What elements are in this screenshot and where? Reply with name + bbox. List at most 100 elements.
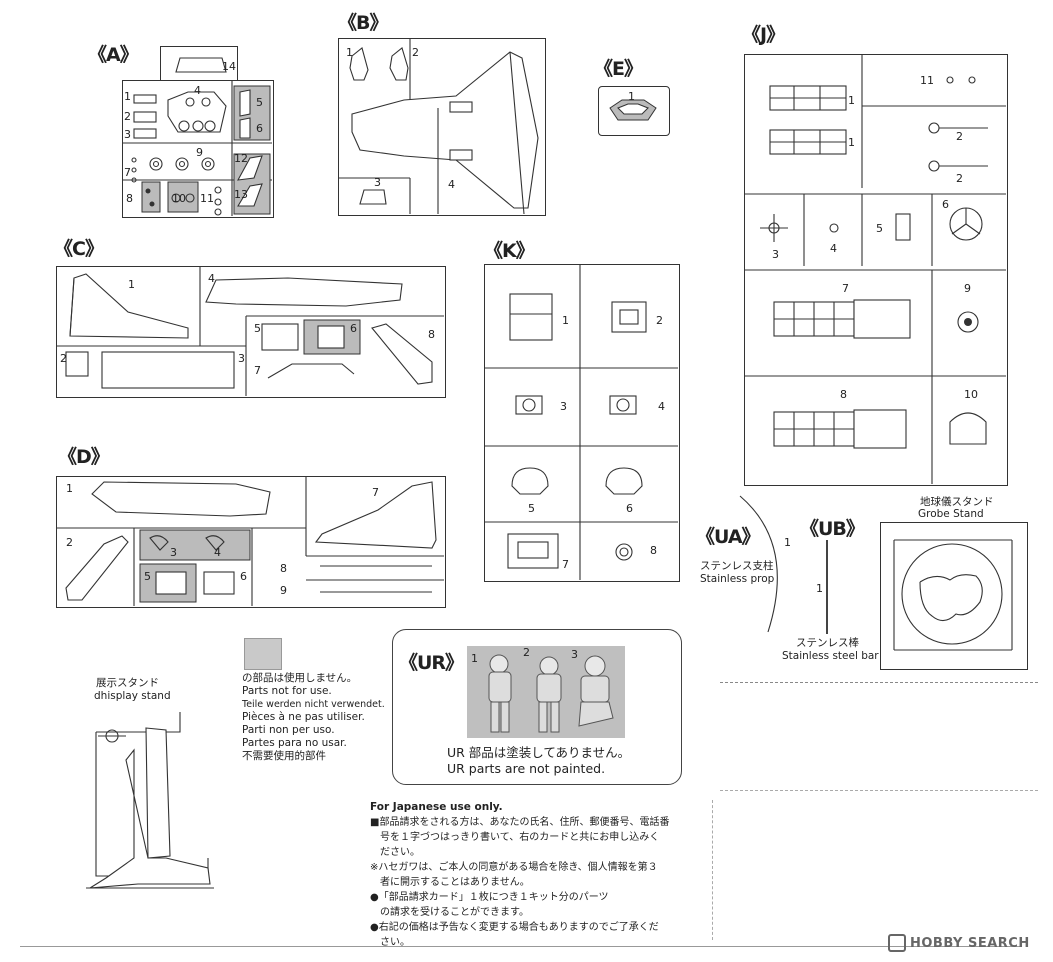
part-number: 6: [350, 322, 357, 335]
part-number: 5: [876, 222, 883, 235]
notice-line: ださい。: [380, 847, 420, 858]
sprue-j-drawing: [744, 54, 1006, 484]
sprue-e-drawing: [609, 99, 657, 121]
part-number: 1: [784, 536, 791, 549]
section-c-label: 《C》: [54, 238, 104, 260]
notice-title: For Japanese use only.: [370, 801, 503, 813]
part-number: 4: [830, 242, 837, 255]
part-number: 14: [222, 60, 236, 73]
notice-line: 号を１字づつはっきり書いて、右のカードと共にお申し込みく: [380, 832, 660, 843]
sprue-c: 1 4 5 6 8 2 3 7: [56, 266, 448, 400]
part-number: 3: [124, 128, 131, 141]
section-e-label: 《E》: [594, 58, 643, 80]
stainless-prop-drawing: [739, 495, 778, 633]
part-number: 6: [240, 570, 247, 583]
sprue-j: 1 1 11 2 2 3 4 5 6 7 9 8 10: [744, 54, 1010, 486]
bottom-rule: [20, 946, 1020, 947]
sprue-b: 1 2 3 4: [338, 38, 546, 218]
watermark: HOBBY SEARCH: [888, 934, 1030, 952]
part-number: 1: [124, 90, 131, 103]
part-number: 8: [840, 388, 847, 401]
part-number: 5: [254, 322, 261, 335]
part-number: 3: [571, 648, 578, 661]
notice-line: ●「部品請求カード」１枚につき１キット分のパーツ: [370, 892, 609, 903]
part-number: 1: [346, 46, 353, 59]
part-number: 6: [626, 502, 633, 515]
globe-stand-en: Grobe Stand: [918, 508, 984, 520]
part-number: 8: [126, 192, 133, 205]
section-ur-label: 《UR》: [399, 652, 464, 674]
part-number: 3: [170, 546, 177, 559]
legend-line: Pièces à ne pas utiliser.: [242, 711, 365, 723]
part-number: 1: [848, 94, 855, 107]
globe-drawing: [893, 539, 1013, 651]
part-number: 1: [628, 90, 635, 103]
part-number: 9: [196, 146, 203, 159]
part-number: 1: [66, 482, 73, 495]
stainless-bar-jp: ステンレス棒: [796, 637, 859, 649]
japanese-notice: For Japanese use only. ■部品請求をされる方は、あなたの氏…: [370, 800, 710, 950]
part-number: 8: [280, 562, 287, 575]
part-number: 6: [256, 122, 263, 135]
part-number: 3: [374, 176, 381, 189]
part-number: 1: [848, 136, 855, 149]
part-number: 11: [200, 192, 214, 205]
stainless-bar: [826, 540, 828, 634]
section-ua-label: 《UA》: [696, 526, 761, 548]
notice-line: さい。: [380, 937, 410, 948]
part-number: 13: [234, 188, 248, 201]
part-number: 10: [964, 388, 978, 401]
part-number: 8: [428, 328, 435, 341]
sprue-c-drawing: [56, 266, 444, 396]
part-number: 1: [128, 278, 135, 291]
astronaut-drawing: [488, 654, 614, 733]
part-number: 2: [60, 352, 67, 365]
legend-line: 不需要使用的部件: [242, 750, 326, 762]
sprue-d-drawing: [56, 476, 444, 606]
part-number: 7: [254, 364, 261, 377]
globe-stand-jp: 地球儀スタンド: [920, 496, 994, 508]
part-number: 8: [650, 544, 657, 557]
display-stand-en: dhisplay stand: [94, 690, 171, 702]
ur-note-en: UR parts are not painted.: [447, 761, 606, 776]
legend-line: Teile werden nicht verwendet.: [242, 699, 385, 710]
stainless-prop-jp: ステンレス支柱: [700, 560, 774, 572]
section-d-label: 《D》: [58, 446, 110, 468]
part-number: 2: [656, 314, 663, 327]
part-number: 5: [256, 96, 263, 109]
section-ub-label: 《UB》: [800, 518, 865, 540]
cut-line-dots: [720, 682, 1038, 683]
part-number: 7: [372, 486, 379, 499]
part-number: 1: [816, 582, 823, 595]
part-number: 7: [124, 166, 131, 179]
watermark-text: HOBBY SEARCH: [910, 935, 1030, 951]
notice-line: ※ハセガワは、ご本人の同意がある場合を除き、個人情報を第３: [370, 862, 658, 873]
part-number: 1: [471, 652, 478, 665]
unused-parts-swatch: [244, 638, 282, 670]
globe-stand: [880, 522, 1030, 672]
part-number: 5: [144, 570, 151, 583]
stainless-bar-en: Stainless steel bar: [782, 650, 879, 662]
notice-line: 者に開示することはありません。: [380, 877, 530, 888]
part-number: 4: [208, 272, 215, 285]
part-number: 2: [412, 46, 419, 59]
ur-box: 《UR》 1 2 3 UR 部品は塗装してありません。 UR parts are…: [392, 629, 682, 785]
part-number: 2: [956, 172, 963, 185]
part-number: 10: [172, 192, 186, 205]
cut-line-dots: [720, 790, 1038, 791]
part-number: 3: [772, 248, 779, 261]
ur-note-jp: UR 部品は塗装してありません。: [447, 745, 631, 760]
part-number: 4: [194, 84, 201, 97]
display-stand: [86, 708, 218, 890]
legend-line: Partes para no usar.: [242, 737, 347, 749]
part-number: 7: [842, 282, 849, 295]
part-number: 2: [956, 130, 963, 143]
part-number: 6: [942, 198, 949, 211]
display-stand-drawing: [86, 712, 214, 889]
part-number: 2: [66, 536, 73, 549]
sprue-a-drawing: [122, 57, 272, 216]
part-number: 2: [523, 646, 530, 659]
section-j-label: 《J》: [742, 24, 785, 46]
sprue-d: 1 7 2 3 4 5 6 8 9: [56, 476, 448, 610]
section-b-label: 《B》: [338, 12, 388, 34]
